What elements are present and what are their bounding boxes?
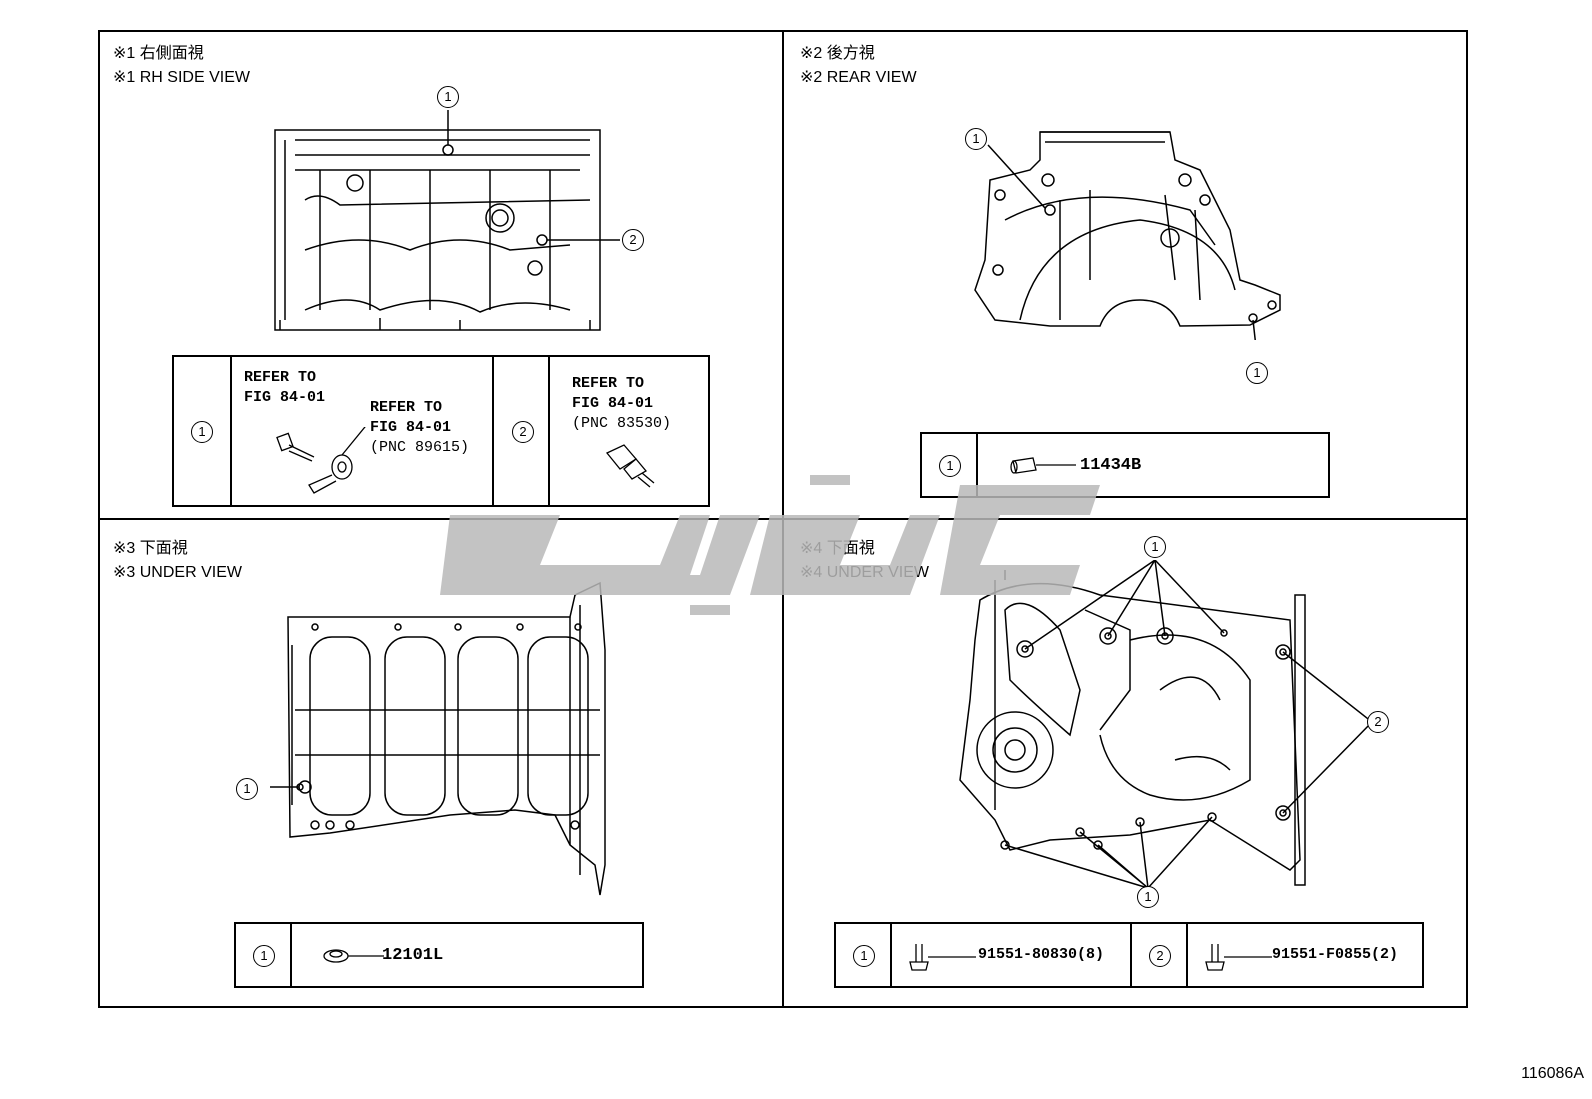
sensor-part-drawing [605,444,655,488]
panel2-title-en: ※2 REAR VIEW [800,69,917,86]
refer-text: REFER TO [370,399,443,416]
part-code: 91551-80830(8) [978,946,1105,963]
callout-1: 1 [1137,886,1159,908]
panel3-legend-table: 1 12101L [234,922,644,988]
figure-id: 116086A [1521,1065,1584,1082]
plug-part-drawing [323,949,384,963]
refer-text: FIG 84-01 [370,419,452,436]
refer-text: REFER TO [244,369,317,386]
legend-index-1: 1 [853,945,875,967]
legend-index-1: 1 [253,945,275,967]
refer-text: FIG 84-01 [244,389,326,406]
legend-index-2: 2 [512,421,534,443]
panel1-title-en: ※1 RH SIDE VIEW [113,69,250,86]
panel1-legend-table: 1 REFER TO FIG 84-01 REFER TO FIG 84-01 … [172,355,710,507]
callout-1: 1 [1144,536,1166,558]
part-code: 12101L [382,946,444,965]
rh-side-view-drawing [274,110,620,331]
rear-view-drawing [974,131,1281,340]
part-code: 91551-F0855(2) [1272,946,1399,963]
part-code: 11434B [1080,456,1142,475]
pnc-text: (PNC 83530) [572,415,672,432]
watermark-logo [440,475,1100,615]
legend-index-1: 1 [939,455,961,477]
callout-1: 1 [965,128,987,150]
bolt-part-drawing [909,944,976,971]
panel4-legend-table: 1 91551-80830(8) 2 91551-F0855(2) [834,922,1424,988]
bolt-part-drawing [1205,944,1272,971]
under-view-oil-pan-drawing [959,560,1370,889]
legend-index-1: 1 [191,421,213,443]
under-view-drawing [270,581,606,896]
pin-part-drawing [1010,457,1076,474]
callout-1: 1 [1246,362,1268,384]
callout-1: 1 [437,86,459,108]
callout-1: 1 [236,778,258,800]
legend-index-2: 2 [1149,945,1171,967]
knock-sensor-part-drawing [276,427,366,494]
panel3-title-en: ※3 UNDER VIEW [113,564,242,581]
panel1-title-jp: ※1 右側面視 [113,45,204,62]
callout-2: 2 [1367,711,1389,733]
pnc-text: (PNC 89615) [370,439,470,456]
panel2-title-jp: ※2 後方視 [800,45,875,62]
panel3-title-jp: ※3 下面視 [113,540,188,557]
callout-2: 2 [622,229,644,251]
refer-text: REFER TO [572,375,645,392]
refer-text: FIG 84-01 [572,395,654,412]
